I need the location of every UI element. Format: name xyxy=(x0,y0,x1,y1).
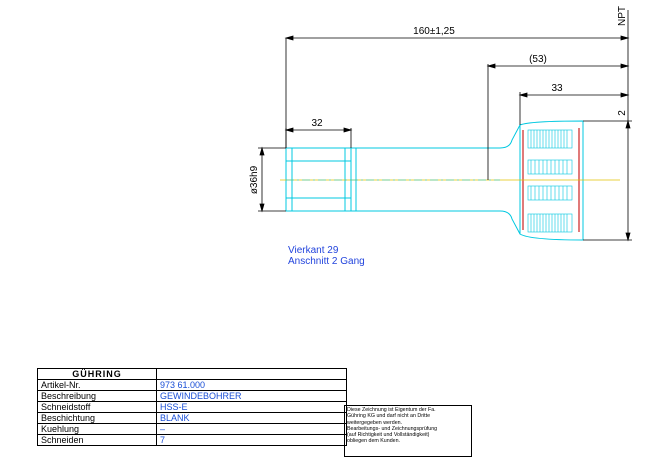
dim-square-length: 32 xyxy=(311,118,323,129)
dim-diameter: ø36h9 xyxy=(249,165,260,194)
brand-logo: GÜHRING xyxy=(37,368,157,380)
title-block: GÜHRING Artikel-Nr. 973 61.000 Beschreib… xyxy=(37,368,347,446)
table-row: Kuehlung – xyxy=(37,423,347,435)
row-value: BLANK xyxy=(156,412,347,424)
dim-shank-end: 33 xyxy=(551,83,563,94)
row-label: Schneidstoff xyxy=(37,401,157,413)
row-value: – xyxy=(156,423,347,435)
disclaimer-line: weitergegeben werden. xyxy=(347,419,403,426)
disclaimer-line: (auf Richtigkeit und Vollständigkeit) xyxy=(347,432,430,439)
transition-top xyxy=(499,124,521,149)
table-row: Beschreibung GEWINDEBOHRER xyxy=(37,390,347,402)
note-square: Vierkant 29 xyxy=(288,245,339,256)
disclaimer-box: Diese Zeichnung ist Eigentum der Fa. Güh… xyxy=(344,405,472,457)
dim-thread-size: 2 xyxy=(617,110,628,116)
row-label: Beschreibung xyxy=(37,390,157,402)
row-label: Schneiden xyxy=(37,434,157,446)
tool-outline xyxy=(285,120,584,241)
row-value: 973 61.000 xyxy=(156,379,347,391)
table-row: Schneiden 7 xyxy=(37,434,347,446)
dim-overall-length: 160±1,25 xyxy=(413,26,455,37)
row-value: GEWINDEBOHRER xyxy=(156,390,347,402)
dimension-lines xyxy=(258,10,632,242)
title-block-header: GÜHRING xyxy=(37,368,347,380)
row-label: Beschichtung xyxy=(37,412,157,424)
row-label: Artikel-Nr. xyxy=(37,379,157,391)
note-chamfer: Anschnitt 2 Gang xyxy=(288,256,365,267)
disclaimer-line: Gühring KG und darf nicht an Dritte xyxy=(347,413,431,420)
square-section xyxy=(285,147,352,212)
row-value: 7 xyxy=(156,434,347,446)
disclaimer-line: Diese Zeichnung ist Eigentum der Fa. xyxy=(347,407,436,413)
row-label: Kuehlung xyxy=(37,423,157,435)
thread-body xyxy=(519,120,584,241)
transition-bottom xyxy=(499,210,521,235)
dim-thread-callout: NPT xyxy=(617,6,628,26)
row-value: HSS-E xyxy=(156,401,347,413)
disclaimer-line: Bearbeitungs- und Zeichnungsprüfung xyxy=(347,425,438,432)
dim-shank-part: (53) xyxy=(529,54,547,65)
thread-flutes xyxy=(527,129,573,233)
table-row: Beschichtung BLANK xyxy=(37,412,347,424)
table-row: Artikel-Nr. 973 61.000 xyxy=(37,379,347,391)
disclaimer-line: obliegen dem Kunden. xyxy=(347,438,401,445)
table-row: Schneidstoff HSS-E xyxy=(37,401,347,413)
